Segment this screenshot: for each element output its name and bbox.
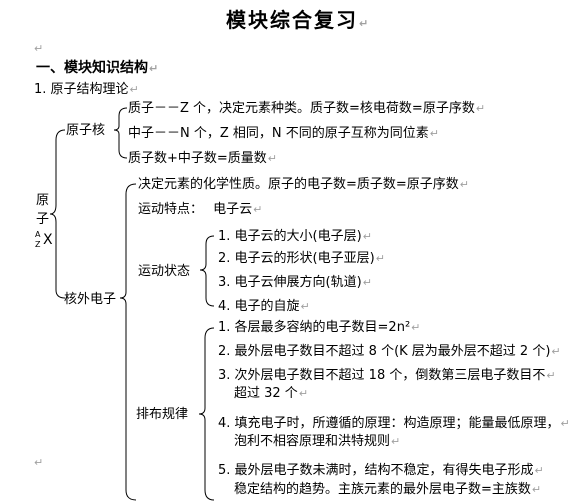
motion-state-3: 3. 电子云伸展方向(轨道) xyxy=(218,275,362,290)
paragraph-mark: ↵ xyxy=(34,42,44,55)
symbol-element: X xyxy=(43,232,53,248)
neutron-line: 中子－－N 个，Z 相同，N 不同的原子互称为同位素 xyxy=(128,126,429,141)
electrons-label: 核外电子 xyxy=(64,292,117,307)
motion-feature-label: 运动特点： xyxy=(138,202,204,217)
rule-3-line1: 3. 次外层电子数目不超过 18 个，倒数第三层电子数目不 xyxy=(218,368,546,383)
rule-5-line2: 稳定结构的趋势。主族元素的最外层电子数=主族数 xyxy=(234,482,531,497)
motion-state-1: 1. 电子云的大小(电子层) xyxy=(218,229,362,244)
item-atomic-structure: 1. 原子结构理论 xyxy=(34,82,129,97)
rules-bracket xyxy=(198,327,215,501)
electrons-bracket xyxy=(119,183,137,501)
atom-label-char1: 原 xyxy=(36,193,50,208)
rule-4-line1: 4. 填充电子时，所遵循的原理：构造原理；能量最低原理， xyxy=(218,416,560,431)
rule-1: 1. 各层最多容纳的电子数目=2n² xyxy=(218,320,411,335)
nucleus-bracket xyxy=(113,107,128,159)
proton-line: 质子－－Z 个，决定元素种类。质子数=核电荷数=原子序数 xyxy=(128,101,475,116)
nucleus-label: 原子核 xyxy=(66,123,106,138)
motion-state-2: 2. 电子云的形状(电子亚层) xyxy=(218,251,375,266)
section-heading: 一、模块知识结构 xyxy=(36,60,148,76)
paragraph-mark: ↵ xyxy=(34,456,44,469)
rule-4-line2: 泡利不相容原理和洪特规则 xyxy=(234,434,391,449)
rules-label: 排布规律 xyxy=(136,407,189,422)
motion-state-4: 4. 电子的自旋 xyxy=(218,299,300,314)
rule-2: 2. 最外层电子数目不超过 8 个(K 层为最外层不超过 2 个) xyxy=(218,344,551,359)
rule-5-line1: 5. 最外层电子数未满时，结构不稳定，有得失电子形成 xyxy=(218,463,534,478)
rule-3-line2: 超过 32 个 xyxy=(234,386,298,401)
atom-bracket xyxy=(49,129,66,299)
page-title: 模块综合复习 xyxy=(226,8,358,32)
atom-label-char2: 子 xyxy=(36,212,50,227)
mass-number-line: 质子数+中子数=质量数 xyxy=(128,151,267,166)
motion-state-bracket xyxy=(199,235,215,307)
symbol-mass-number: A xyxy=(35,230,41,239)
chemical-property-line: 决定元素的化学性质。原子的电子数=质子数=原子序数 xyxy=(138,177,459,192)
motion-feature-value: 电子云 xyxy=(213,202,253,217)
symbol-atomic-number: Z xyxy=(35,240,41,249)
motion-state-label: 运动状态 xyxy=(138,264,191,279)
